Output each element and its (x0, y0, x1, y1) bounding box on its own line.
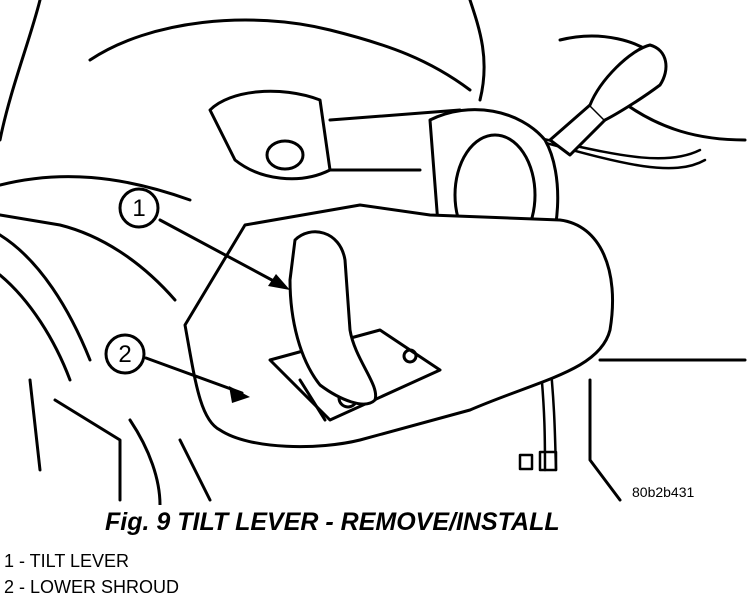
legend: 1 - TILT LEVER 2 - LOWER SHROUD (4, 548, 179, 600)
dashboard-outline (0, 0, 747, 505)
tilt-lever-illustration: 1 2 80b2b431 (0, 0, 747, 505)
callout-1-arrow (158, 218, 285, 288)
tilt-lever (288, 230, 378, 406)
callout-1-number: 1 (132, 195, 145, 222)
callout-1: 1 (118, 187, 290, 290)
figure-code: 80b2b431 (632, 484, 695, 500)
legend-item-tilt-lever: 1 - TILT LEVER (4, 551, 130, 571)
legend-item-lower-shroud: 2 - LOWER SHROUD (4, 577, 180, 597)
callout-2-arrow (144, 356, 244, 395)
lower-shroud (183, 203, 615, 449)
callout-2: 2 (104, 333, 250, 403)
figure-caption: Fig. 9 TILT LEVER - REMOVE/INSTALL (105, 508, 560, 536)
callout-2-number: 2 (118, 341, 131, 368)
